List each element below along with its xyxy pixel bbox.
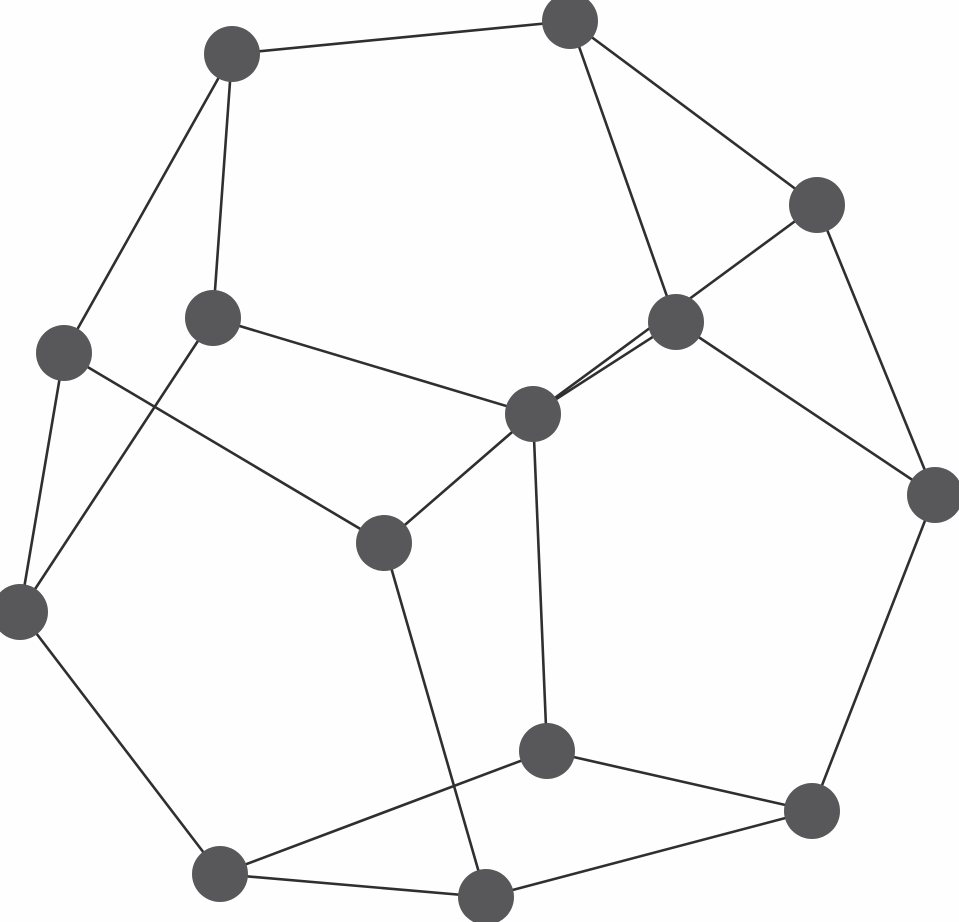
- edge-n5-n7: [211, 316, 535, 416]
- edge-n1-n4: [62, 52, 234, 355]
- edge-n4-n8: [18, 351, 66, 614]
- edge-n7-n12: [531, 412, 549, 753]
- graph-edges: [18, 19, 937, 899]
- edge-n1-n2: [230, 19, 572, 56]
- node-n13: [458, 869, 514, 922]
- node-n10: [356, 515, 412, 571]
- node-n5: [185, 290, 241, 346]
- edge-n12-n14: [545, 749, 814, 813]
- edge-n6-n7: [531, 320, 678, 416]
- node-n6: [648, 294, 704, 350]
- node-n12: [519, 723, 575, 779]
- edge-n8-n11: [18, 610, 222, 876]
- edge-n2-n6: [568, 19, 678, 324]
- edge-n4-n10: [62, 351, 386, 545]
- node-n2: [542, 0, 598, 49]
- edge-n7-n10: [382, 412, 535, 545]
- node-n1: [204, 26, 260, 82]
- edge-n13-n14: [484, 809, 814, 899]
- edge-n1-n5: [211, 52, 234, 320]
- edge-n11-n13: [218, 872, 488, 899]
- edge-n6-n9: [674, 320, 937, 497]
- edge-n10-n13: [382, 541, 488, 899]
- edge-n3-n9: [815, 203, 937, 497]
- edge-n5-n8: [18, 316, 215, 614]
- edge-n2-n3: [568, 19, 819, 207]
- node-n14: [784, 783, 840, 839]
- node-n4: [36, 325, 92, 381]
- edge-n11-n12: [218, 749, 549, 876]
- edge-n9-n14: [810, 493, 937, 813]
- node-n8: [0, 584, 48, 640]
- node-n11: [192, 846, 248, 902]
- node-n9: [907, 467, 959, 523]
- node-n7: [505, 386, 561, 442]
- node-n3: [789, 177, 845, 233]
